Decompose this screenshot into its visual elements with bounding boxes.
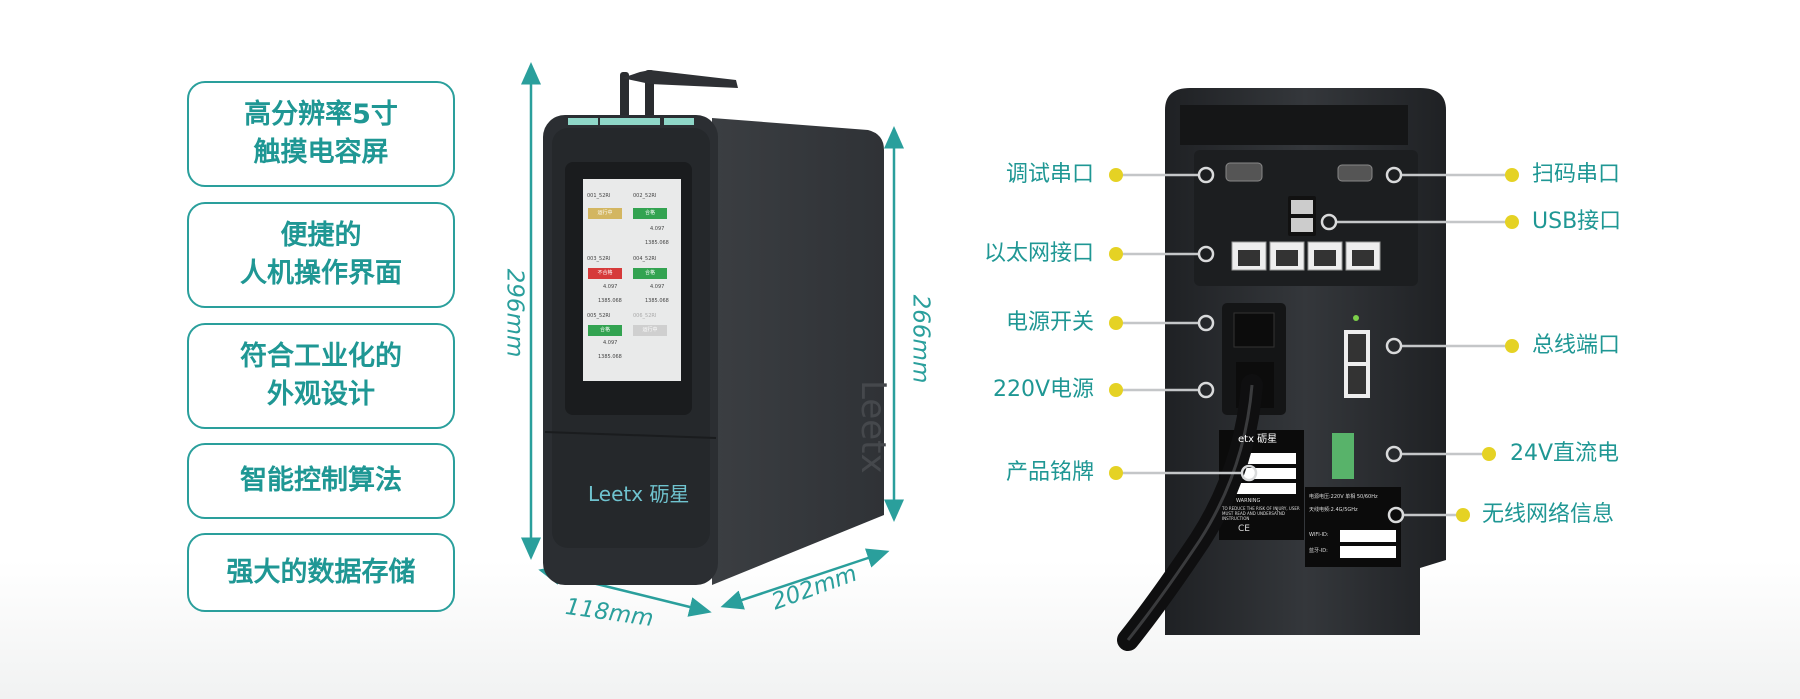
- status-chip: 合格: [588, 325, 622, 336]
- label-scanner-serial: 扫码串口: [1532, 162, 1621, 187]
- label-ethernet: 以太网接口: [983, 241, 1094, 266]
- label-220v-power: 220V电源: [992, 377, 1094, 402]
- nameplate-logo: etx 砺星: [1238, 434, 1278, 445]
- screen-value: 4.097: [650, 284, 665, 290]
- feature-text: 触摸电容屏: [253, 137, 389, 168]
- feature-text: 人机操作界面: [240, 258, 402, 289]
- feature-text: 高分辨率5寸: [244, 99, 398, 130]
- callout-lines: [1116, 173, 1512, 517]
- wifi-id-label: WIFI-ID:: [1309, 532, 1329, 538]
- nameplate-warning: WARNING: [1236, 498, 1261, 504]
- label-24v-dc: 24V直流电: [1510, 441, 1620, 466]
- feature-control-algorithm: 智能控制算法: [187, 443, 455, 519]
- screen-value: 1385.068: [598, 298, 622, 304]
- feature-text: 符合工业化的: [240, 341, 402, 372]
- feature-text: 外观设计: [267, 379, 375, 410]
- antenna-icon: [620, 70, 738, 122]
- screen-value: 1385.068: [645, 240, 669, 246]
- screen-cell-id: 001_52RI: [587, 193, 611, 199]
- label-usb: USB接口: [1532, 209, 1622, 234]
- screen-cell-id: 006_52RI: [633, 313, 657, 319]
- screen-cell-id: 003_52RI: [587, 256, 611, 262]
- brand-logo: Leetx 砺星: [588, 482, 690, 506]
- voltage-spec: 电源电压:220V 单相 50/60Hz: [1309, 494, 1378, 500]
- status-chip: 运行中: [633, 325, 667, 336]
- label-nameplate: 产品铭牌: [1005, 460, 1094, 485]
- status-chip: 不合格: [588, 268, 622, 279]
- device-side-panel: [712, 118, 884, 585]
- screen-cell-id: 004_52RI: [633, 256, 657, 262]
- screen-cell-id: 005_52RI: [587, 313, 611, 319]
- depth-arrow: [720, 548, 890, 610]
- feature-data-storage: 强大的数据存储: [187, 533, 455, 612]
- feature-hmi: 便捷的 人机操作界面: [187, 202, 455, 308]
- label-wireless-info: 无线网络信息: [1482, 502, 1615, 527]
- ce-mark: CE: [1238, 524, 1250, 534]
- feature-text: 智能控制算法: [240, 465, 402, 496]
- screen-value: 1385.068: [645, 298, 669, 304]
- feature-text: 便捷的: [280, 220, 362, 251]
- screen-cell-id: 002_52RI: [633, 193, 657, 199]
- status-chip: 运行中: [588, 208, 622, 219]
- nameplate-warning-text: TO REDUCE THE RISK OF INJURY, USER MUST …: [1222, 506, 1300, 521]
- screen-value: 4.097: [603, 340, 618, 346]
- status-chip: 合格: [633, 268, 667, 279]
- callout-dots: [1109, 168, 1519, 522]
- label-power-switch: 电源开关: [1005, 310, 1094, 335]
- target-circles: [1197, 166, 1405, 524]
- height-dimension: 296mm: [501, 268, 528, 358]
- label-debug-serial: 调试串口: [1005, 162, 1094, 187]
- screen-value: 4.097: [650, 226, 665, 232]
- dc-terminal: [1332, 433, 1354, 479]
- feature-text: 强大的数据存储: [226, 556, 416, 588]
- side-height-dimension: 266mm: [907, 294, 934, 384]
- feature-industrial-design: 符合工业化的 外观设计: [187, 323, 455, 429]
- status-chip: 合格: [633, 208, 667, 219]
- svg-text:Leetx: Leetx: [853, 380, 893, 474]
- screen-value: 4.097: [603, 284, 618, 290]
- bt-id-label: 蓝牙-ID:: [1309, 548, 1328, 554]
- screen-value: 1385.068: [598, 354, 622, 360]
- antenna-spec: 天线电频:2.4G/5GHz: [1309, 507, 1358, 513]
- feature-touchscreen: 高分辨率5寸 触摸电容屏: [187, 81, 455, 187]
- label-bus-port: 总线端口: [1532, 333, 1621, 358]
